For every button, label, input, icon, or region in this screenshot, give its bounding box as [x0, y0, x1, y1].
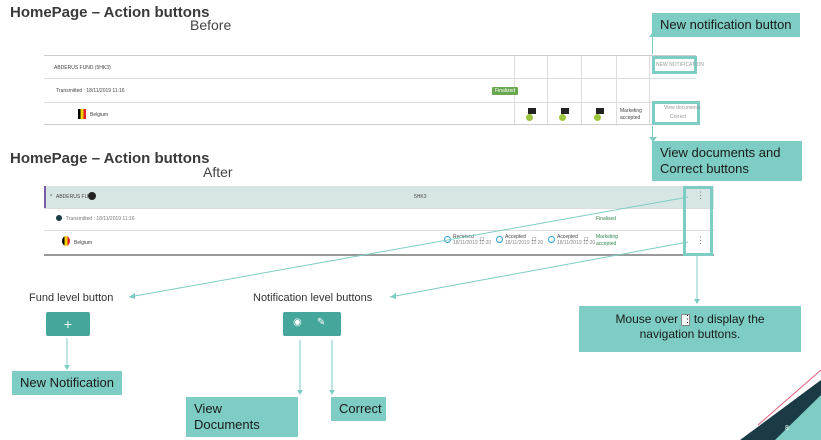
kebab-menu-icon[interactable]: ⋮: [696, 190, 705, 200]
after-country-label: Belgium: [74, 240, 93, 246]
notification-level-label: Notification level buttons: [253, 292, 373, 304]
callout-correct: Correct: [331, 397, 386, 421]
info-icon[interactable]: [88, 192, 96, 200]
callout-new-notification: New Notification: [12, 371, 122, 395]
document-edit-icon[interactable]: ✎: [317, 317, 326, 328]
view-documents-button[interactable]: View documents: [664, 105, 701, 111]
new-notification-button[interactable]: NEW NOTIFICATION: [656, 62, 704, 68]
corner-decoration: [740, 369, 821, 440]
before-title: HomePage – Action buttons: [10, 4, 210, 21]
status-marketing: Marketing accepted: [596, 234, 618, 247]
eye-icon[interactable]: ◉: [293, 317, 302, 328]
callout-view-documents-correct: View documents and Correct buttons: [652, 141, 802, 181]
status-accepted-2: Accepted: [557, 234, 578, 240]
transmit-status-icon: [56, 215, 62, 221]
mouse-over-rest-text: to display the navigation buttons.: [639, 312, 765, 341]
document-icon[interactable]: ☐: [532, 237, 537, 243]
kebab-icon: ⋮: [681, 313, 693, 326]
after-table: ^ ABDERUS FUND 5HK3 Transmitted : 18/11/…: [44, 186, 714, 256]
notification-buttons-group: ◉ ✎: [283, 312, 341, 336]
after-subtitle: After: [203, 164, 233, 180]
page-number: 8: [785, 425, 789, 432]
check-icon: [548, 236, 555, 243]
belgium-flag-icon: [78, 109, 86, 119]
correct-button[interactable]: Correct: [670, 114, 687, 120]
after-transmit-label: Transmitted : 18/11/2019 11:16: [66, 216, 135, 222]
new-notification-highlight: [652, 56, 697, 74]
arrow-line: [652, 36, 653, 54]
before-finalized-tag: Finalized: [492, 87, 519, 95]
after-fund-label: ABDERUS FUND: [56, 194, 96, 200]
after-finalized-label: Finalised: [596, 216, 617, 222]
pdf-status-icon: [526, 108, 536, 121]
date-accepted-1: 18/11/2019 11:20: [505, 240, 544, 246]
before-subtitle: Before: [190, 17, 232, 33]
callout-mouse-over: Mouse over ⋮ to display the navigation b…: [579, 306, 801, 352]
before-table: ABDERUS FUND (5HK3) Transmitted : 18/11/…: [44, 55, 696, 126]
arrow-line: [652, 126, 653, 140]
callout-new-notification-button: New notification button: [652, 13, 800, 37]
after-title: HomePage – Action buttons: [10, 150, 210, 167]
before-fund-label: ABDERUS FUND (5HK3): [54, 65, 111, 71]
date-accepted-2: 18/11/2019 11:20: [557, 240, 596, 246]
before-status-text: Marketing accepted: [620, 108, 642, 121]
after-fund-code: 5HK3: [414, 194, 427, 200]
date-received: 18/11/2019 11:20: [453, 240, 492, 246]
document-icon[interactable]: ☐: [480, 237, 485, 243]
callout-view-documents: View Documents: [186, 397, 298, 437]
kebab-highlight: [683, 186, 713, 256]
kebab-menu-icon[interactable]: ⋮: [696, 235, 705, 245]
before-transmit-label[interactable]: Transmitted : 18/11/2019 11:16: [56, 88, 125, 94]
plus-button[interactable]: +: [46, 312, 90, 336]
mouse-over-text: Mouse over: [615, 312, 679, 326]
plus-icon: +: [63, 316, 73, 332]
pdf-status-icon: [594, 108, 604, 121]
belgium-flag-icon: [62, 236, 70, 246]
document-icon[interactable]: ☐: [584, 237, 589, 243]
pdf-status-icon: [559, 108, 569, 121]
view-correct-highlight: [652, 101, 700, 125]
before-country-label: Belgium: [90, 112, 109, 118]
check-icon: [496, 236, 503, 243]
expand-chevron-icon[interactable]: ^: [50, 194, 53, 200]
status-accepted-1: Accepted: [505, 234, 526, 240]
fund-level-label: Fund level button: [29, 292, 114, 304]
arrow-head: [649, 137, 657, 142]
